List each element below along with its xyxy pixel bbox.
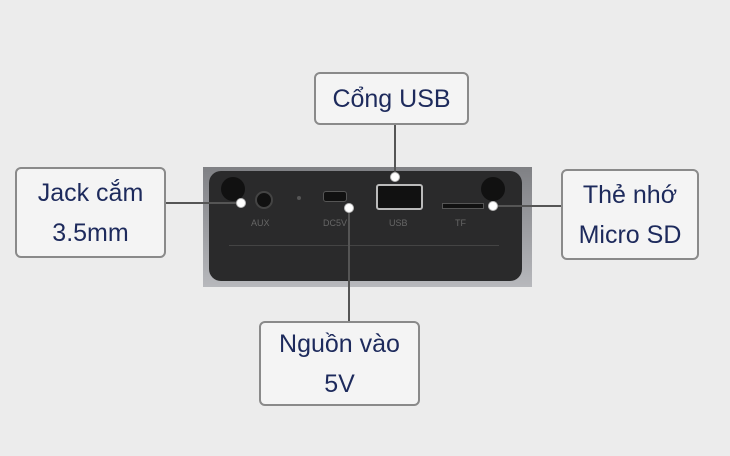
sd-label-line1: Thẻ nhớ (582, 180, 678, 209)
usb-port (376, 184, 423, 210)
screw-hole (221, 177, 245, 201)
usb-marking: USB (389, 218, 408, 228)
power-leader-line (348, 206, 350, 321)
aux-jack (255, 191, 273, 209)
aux-marking: AUX (251, 218, 270, 228)
sd-leader-line (492, 205, 561, 207)
jack-leader-line (165, 202, 240, 204)
jack-label-line2: 3.5mm (52, 218, 129, 247)
tf-marking: TF (455, 218, 466, 228)
jack-label-line1: Jack cắm (37, 178, 144, 207)
dc-marking: DC5V (323, 218, 348, 228)
power-label-line2: 5V (324, 369, 355, 398)
port-recess: AUX DC5V USB TF (209, 171, 522, 281)
micro-usb-port (323, 191, 347, 202)
power-label-line1: Nguồn vào (279, 329, 400, 358)
mic-hole (297, 196, 301, 200)
usb-marker-dot (390, 172, 400, 182)
sd-label: Thẻ nhớ Micro SD (561, 169, 699, 260)
panel-edge (229, 245, 499, 246)
jack-label: Jack cắm 3.5mm (15, 167, 166, 258)
usb-leader-line (394, 124, 396, 176)
usb-label-text: Cổng USB (332, 84, 451, 113)
speaker-port-panel: AUX DC5V USB TF (203, 167, 532, 287)
power-label: Nguồn vào 5V (259, 321, 420, 406)
screw-hole (481, 177, 505, 201)
sd-label-line2: Micro SD (578, 220, 682, 249)
power-marker-dot (344, 203, 354, 213)
usb-label: Cổng USB (314, 72, 469, 125)
jack-marker-dot (236, 198, 246, 208)
sd-slot (442, 203, 484, 209)
sd-marker-dot (488, 201, 498, 211)
